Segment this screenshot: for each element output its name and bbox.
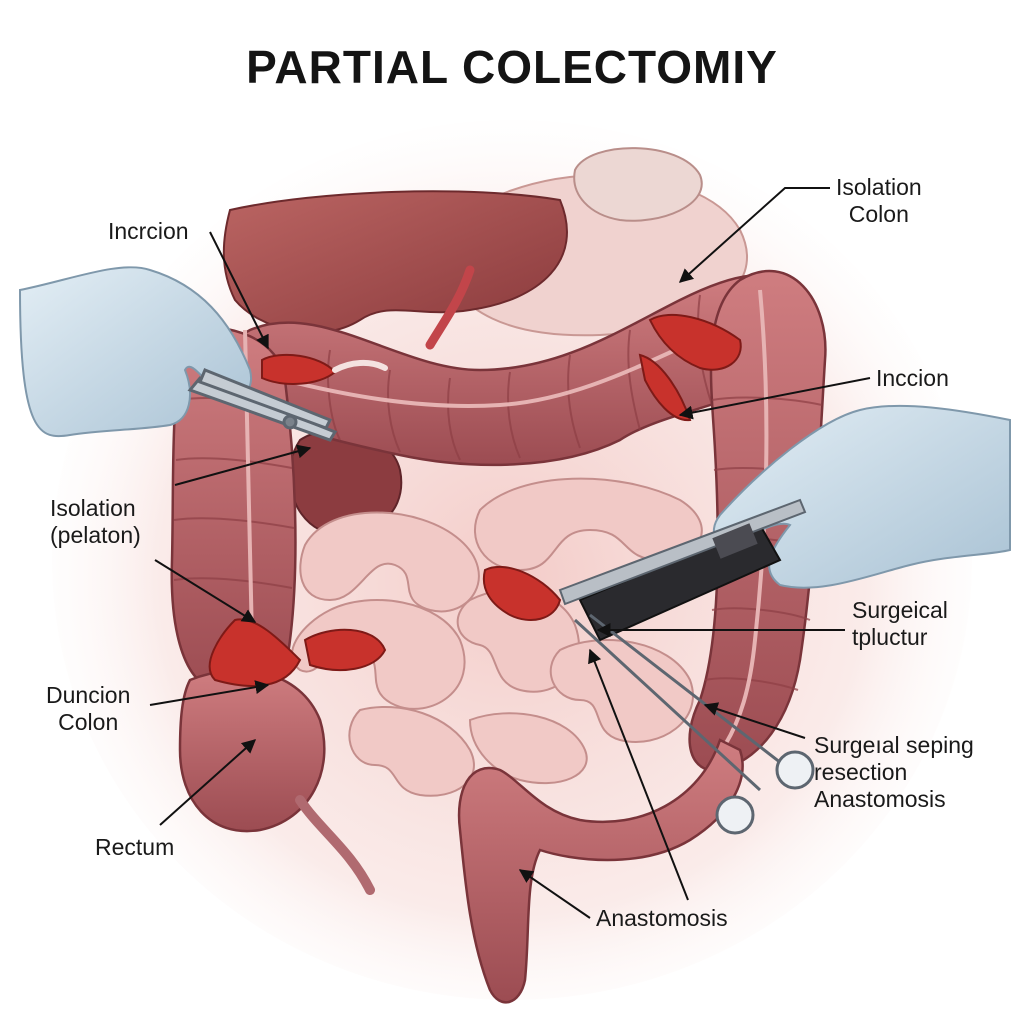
surgical-scissors [187,368,338,442]
label-isolation-colon-line2: Colon [848,201,909,227]
label-surgical-tplucture-line2: tpluctur [852,624,928,650]
label-isolation-pelaton-line1: Isolation [50,495,136,521]
diagram-title: PARTIAL COLECTOMIY [246,41,778,93]
label-rectum: Rectum [95,834,175,860]
label-isolation-colon-line1: Isolation [836,174,922,200]
leader-scissors [174,444,312,486]
gallbladder [573,147,703,222]
liver [222,190,568,334]
leader-lines [149,187,871,919]
cut-bowel-end [332,360,388,373]
label-surgical-tplucture-line1: Surgeical [852,597,948,623]
leader-incision-right [678,377,871,420]
label-duncion-colon: Duncion Colon [46,682,130,736]
label-duncion-colon-line1: Duncion [46,682,131,708]
label-surgical-seping-line1: Surgeıal seping [814,732,974,758]
leader-incision-left [209,231,269,350]
label-surgical-seping-line3: Anastomosis [814,786,946,812]
left-surgeon-glove [18,266,253,438]
label-isolation-pelaton-line2: (pelaton) [50,522,141,548]
mesenteric-tail [295,795,375,895]
leader-surgical-seping [703,702,806,739]
sigmoid-colon [457,738,744,1004]
surgical-stapler [558,498,807,642]
lesion-sites [208,313,742,687]
leader-anastomosis-clamp [588,648,689,901]
label-surgical-seping: Surgeıal seping resection Anastomosis [814,732,974,813]
leader-anastomosis [518,869,591,919]
label-incision-right: Inccion [876,365,949,391]
label-incision-left: Incrcion [108,218,189,244]
leader-isolation-pelaton [154,559,257,623]
label-surgical-seping-line2: resection [814,759,908,785]
label-isolation-colon: Isolation Colon [836,174,922,228]
leader-rectum [159,739,257,826]
hepatic-vessel [425,265,475,350]
label-duncion-colon-line2: Colon [58,709,119,735]
leader-duncion-colon [149,680,270,706]
label-anastomosis: Anastomosis [596,905,728,931]
leader-isolation-colon [678,187,830,283]
surgical-clamp [573,613,815,835]
label-surgical-tplucture: Surgeical tpluctur [852,597,948,651]
label-isolation-pelaton: Isolation (pelaton) [50,495,141,549]
taenia-coli-descending [723,289,769,747]
